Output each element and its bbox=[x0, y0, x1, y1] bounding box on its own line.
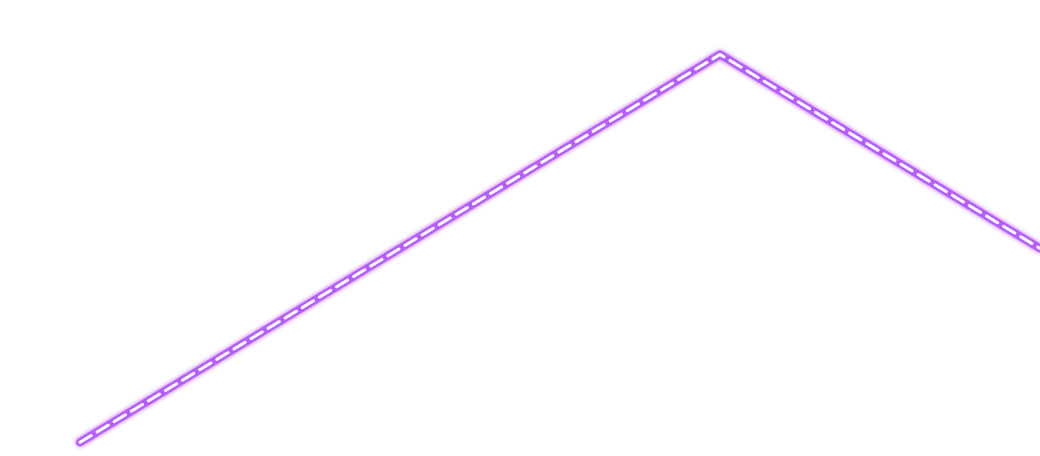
series-line-dashes-0 bbox=[78, 52, 1040, 444]
series-line-0 bbox=[76, 50, 1040, 447]
series-layer bbox=[76, 50, 1040, 447]
